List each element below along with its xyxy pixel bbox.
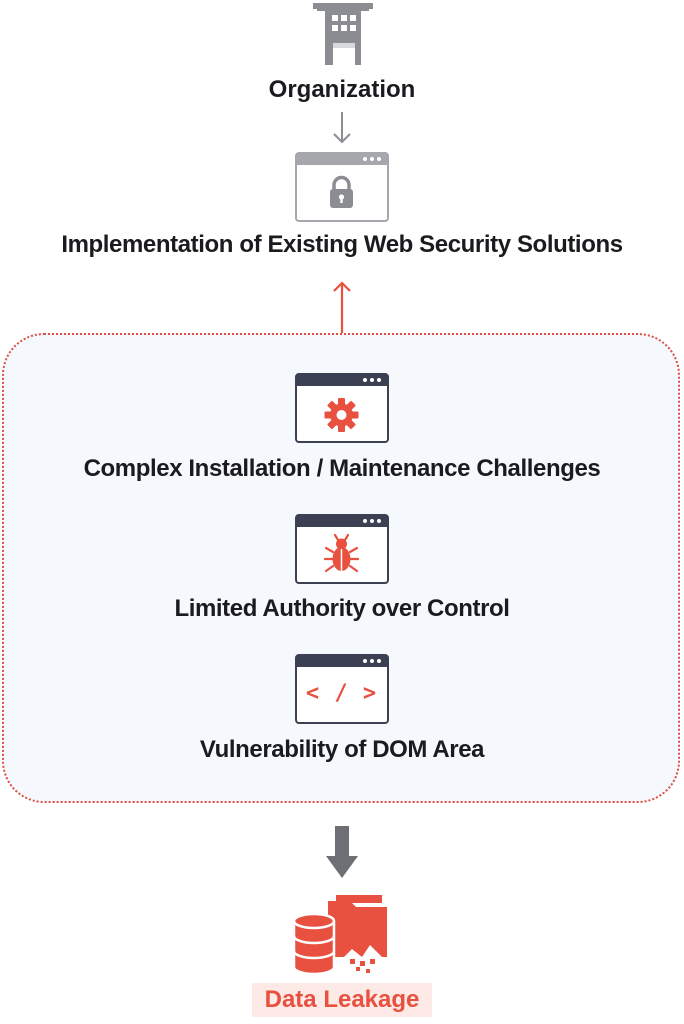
gear-icon	[324, 398, 359, 432]
data-leak-icon	[292, 895, 387, 976]
lock-browser-icon	[295, 152, 389, 222]
gear-browser-icon	[295, 373, 389, 443]
data-leakage-highlight	[252, 983, 432, 1017]
down-arrow-thick	[326, 826, 358, 878]
data-leakage-label: Data Leakage	[264, 986, 420, 1013]
building-icon	[313, 3, 373, 65]
challenge-label-installation: Complex Installation / Maintenance Chall…	[83, 455, 601, 482]
up-arrow-red	[333, 281, 351, 334]
down-arrow-thin	[333, 112, 351, 144]
bug-icon	[323, 533, 360, 573]
lock-icon	[330, 175, 353, 208]
bug-browser-icon	[295, 514, 389, 584]
existing-solution-label: Implementation of Existing Web Security …	[61, 231, 623, 258]
challenge-label-authority: Limited Authority over Control	[174, 595, 510, 622]
organization-label: Organization	[268, 76, 416, 103]
code-icon: < / >	[305, 681, 378, 706]
challenge-label-dom: Vulnerability of DOM Area	[199, 736, 485, 763]
code-browser-icon: < / >	[295, 654, 389, 724]
